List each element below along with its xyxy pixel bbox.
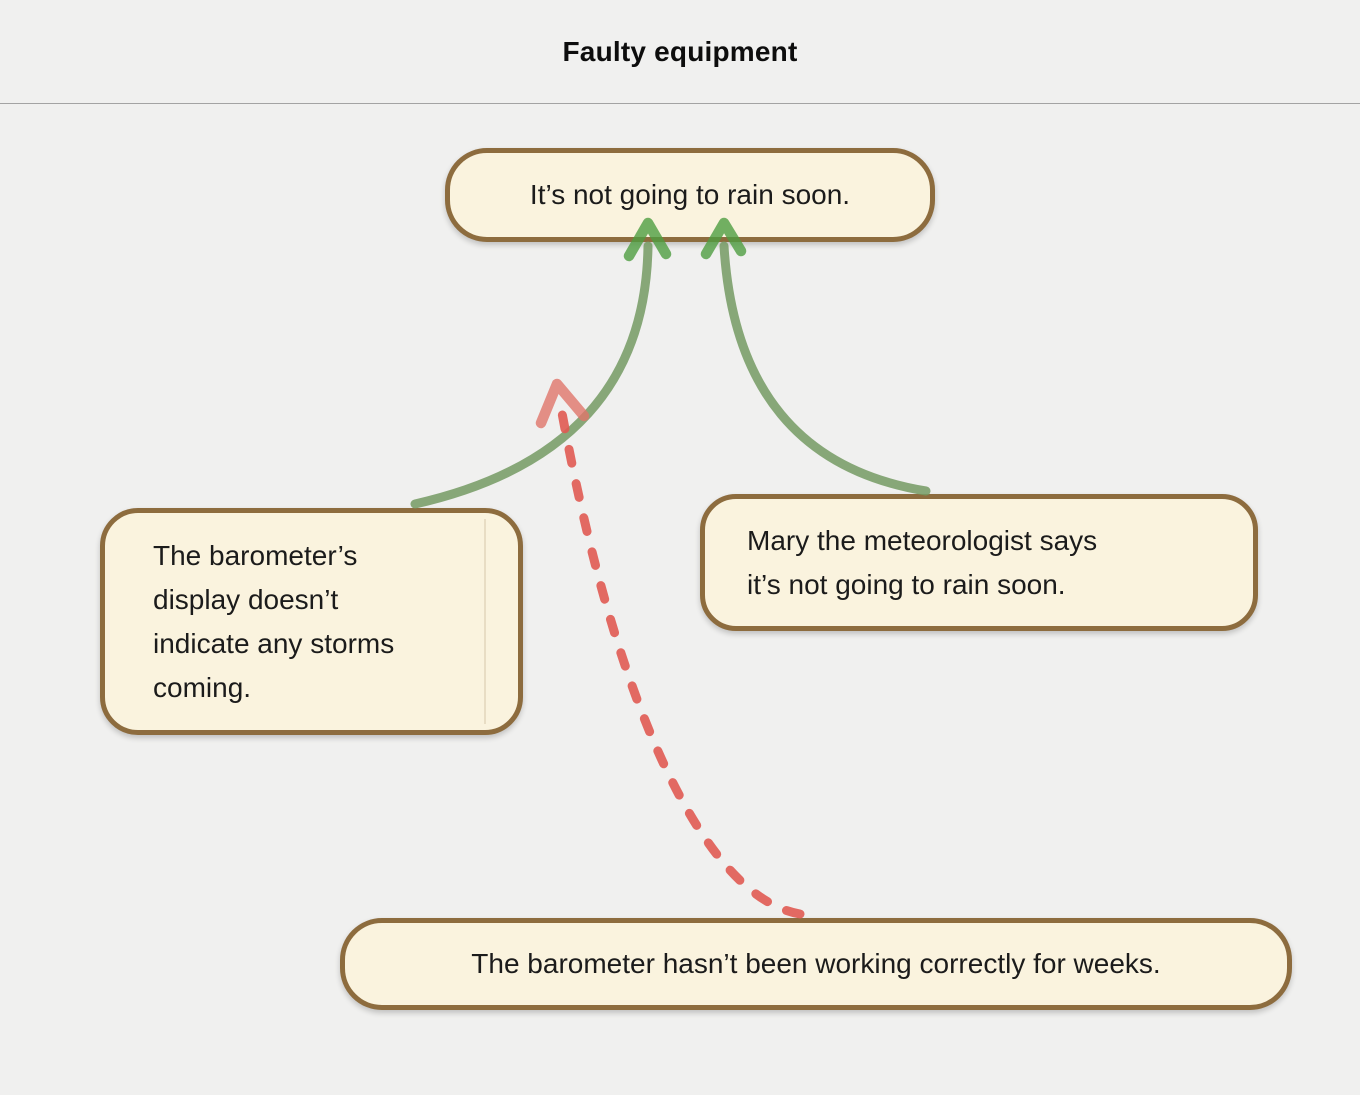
node-text: It’s not going to rain soon. <box>529 179 851 210</box>
node-objection[interactable]: The barometer hasn’t been working correc… <box>340 918 1292 1010</box>
node-inner-divider <box>484 519 486 724</box>
node-text: Mary the meteorologist says it’s not goi… <box>747 524 1098 600</box>
node-text: The barometer’s display doesn’t indicate… <box>153 539 395 703</box>
argument-map-canvas[interactable]: It’s not going to rain soon. The baromet… <box>0 104 1360 1095</box>
support-edge-left[interactable] <box>410 217 672 509</box>
support-edge-right-line <box>719 241 931 496</box>
map-title: Faulty equipment <box>562 35 798 67</box>
node-premise-right[interactable]: Mary the meteorologist says it’s not goi… <box>700 494 1258 631</box>
objection-edge[interactable] <box>535 378 805 919</box>
objection-arrowhead-icon <box>535 378 590 429</box>
objection-edge-line <box>555 397 805 919</box>
support-edge-right[interactable] <box>700 217 931 496</box>
node-text: The barometer hasn’t been working correc… <box>471 948 1161 979</box>
node-premise-left[interactable]: The barometer’s display doesn’t indicate… <box>100 508 523 735</box>
title-bar: Faulty equipment <box>0 0 1360 104</box>
support-edge-left-line <box>410 241 653 509</box>
node-conclusion[interactable]: It’s not going to rain soon. <box>445 148 935 242</box>
